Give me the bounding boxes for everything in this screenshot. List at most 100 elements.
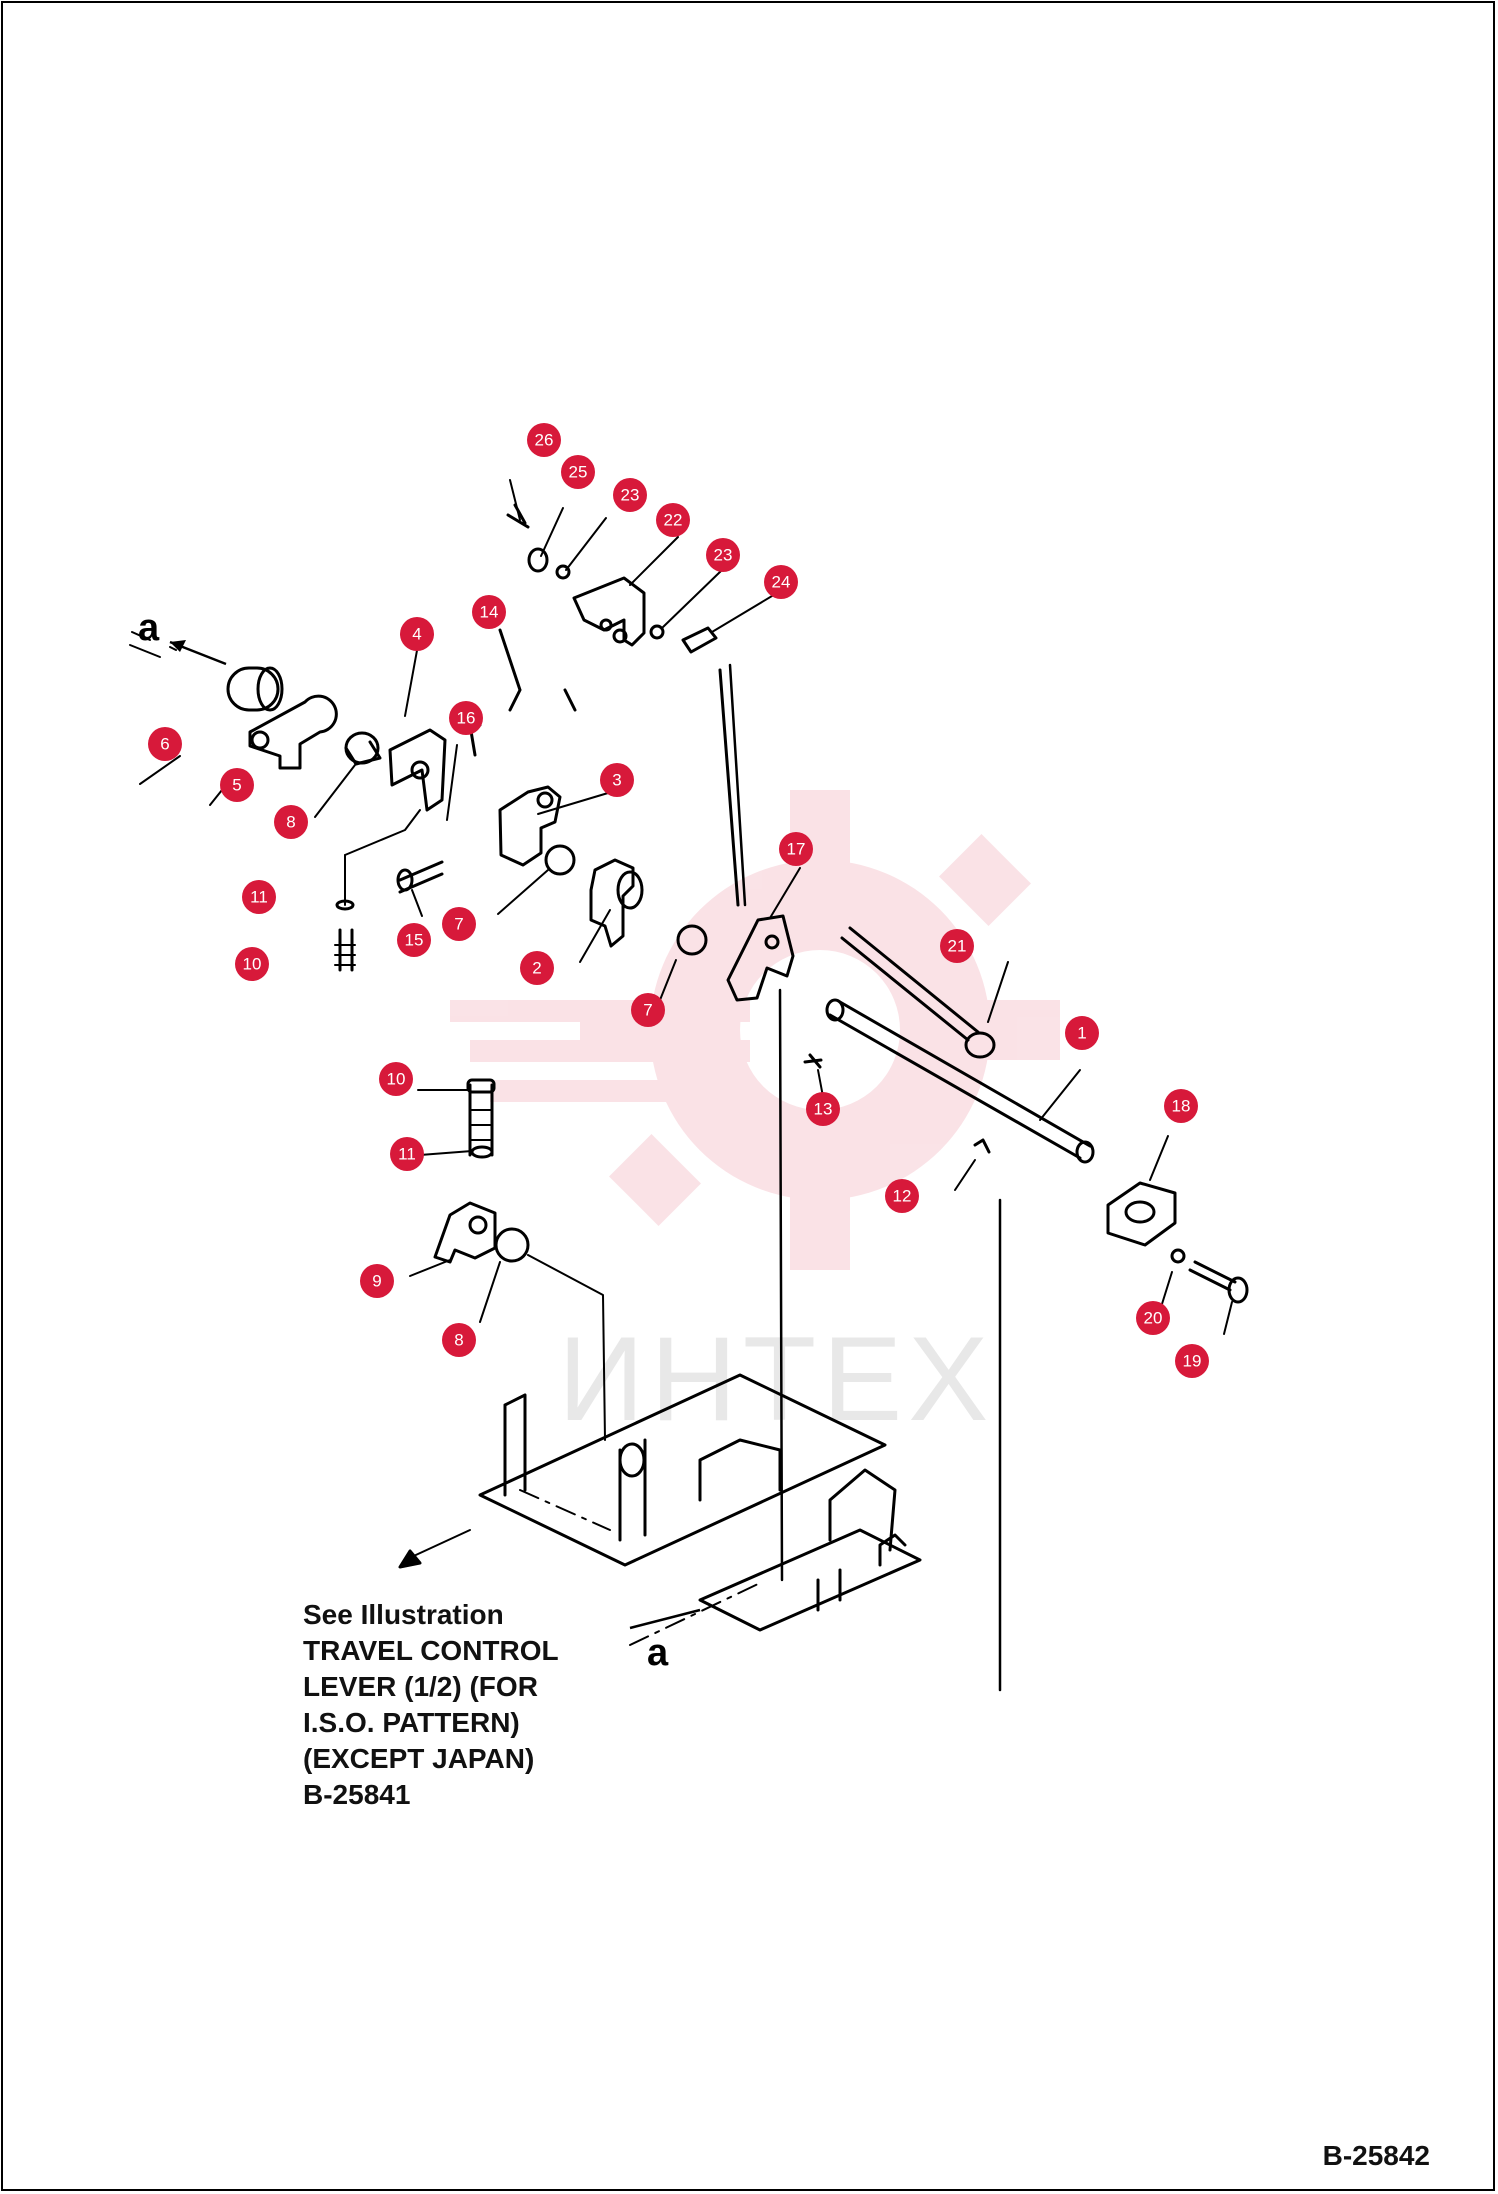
callout-circle (561, 455, 595, 489)
callout-17: 17 (779, 832, 813, 866)
callout-25: 25 (561, 455, 595, 489)
callout-label: 5 (232, 776, 241, 795)
callout-label: 8 (286, 813, 295, 832)
callout-circle (520, 951, 554, 985)
callout-label: 2 (532, 959, 541, 978)
callout-circle (600, 763, 634, 797)
callout-circle (527, 423, 561, 457)
callout-7: 7 (631, 993, 665, 1027)
callout-layer: 26 25 23 22 23 24 14 4 16 3 6 5 8 11 10 15 7 2 7 17 21 1 13 18 1… (148, 423, 1209, 1378)
callout-circle (397, 923, 431, 957)
note-line: B-25841 (303, 1779, 411, 1810)
figure-code: B-25842 (1322, 2140, 1430, 2171)
callout-19: 19 (1175, 1344, 1209, 1378)
callout-circle (613, 478, 647, 512)
callout-23: 23 (613, 478, 647, 512)
callout-circle (449, 701, 483, 735)
callout-4: 4 (400, 617, 434, 651)
watermark-text: ИНТЕХ (558, 1312, 994, 1446)
callout-label: 11 (398, 1145, 416, 1164)
callout-label: 18 (1172, 1097, 1191, 1116)
callout-22: 22 (656, 503, 690, 537)
callout-circle (806, 1092, 840, 1126)
callout-circle (235, 947, 269, 981)
callout-circle (779, 832, 813, 866)
callout-7: 7 (442, 907, 476, 941)
callout-label: 22 (664, 511, 683, 530)
watermark-logo (450, 790, 1060, 1270)
reference-note: See Illustration TRAVEL CONTROL LEVER (1… (303, 1597, 623, 1813)
view-arrow-top: a (138, 607, 227, 666)
callout-11: 11 (242, 880, 276, 914)
callout-24: 24 (764, 565, 798, 599)
callout-label: 26 (535, 431, 554, 450)
callout-label: 3 (612, 771, 621, 790)
callout-label: 14 (480, 603, 499, 622)
callout-label: 9 (372, 1272, 381, 1291)
callout-label: 19 (1183, 1352, 1202, 1371)
callout-14: 14 (472, 595, 506, 629)
callout-15: 15 (397, 923, 431, 957)
callout-label: 25 (569, 463, 588, 482)
callout-circle (360, 1264, 394, 1298)
callout-3: 3 (600, 763, 634, 797)
svg-text:a: a (138, 607, 160, 649)
callout-circle (442, 907, 476, 941)
callout-26: 26 (527, 423, 561, 457)
callout-label: 7 (454, 915, 463, 934)
callout-circle (242, 880, 276, 914)
callout-label: 1 (1077, 1024, 1086, 1043)
callout-circle (1175, 1344, 1209, 1378)
callout-label: 17 (787, 840, 806, 859)
callout-circle (390, 1137, 424, 1171)
callout-8: 8 (274, 805, 308, 839)
callout-circle (706, 538, 740, 572)
callout-2: 2 (520, 951, 554, 985)
callout-12: 12 (885, 1179, 919, 1213)
callout-21: 21 (940, 929, 974, 963)
callout-circle (940, 929, 974, 963)
note-line: LEVER (1/2) (FOR (303, 1671, 538, 1702)
callout-circle (442, 1323, 476, 1357)
callout-label: 13 (814, 1100, 833, 1119)
callout-23: 23 (706, 538, 740, 572)
view-arrow-bottom: a (629, 1608, 701, 1674)
callout-circle (1164, 1089, 1198, 1123)
callout-label: 23 (714, 546, 733, 565)
callout-circle (764, 565, 798, 599)
callout-circle (631, 993, 665, 1027)
callout-label: 4 (412, 625, 421, 644)
callout-label: 12 (893, 1187, 912, 1206)
callout-6: 6 (148, 727, 182, 761)
callout-label: 15 (405, 931, 424, 950)
note-line: See Illustration (303, 1599, 504, 1630)
callout-circle (274, 805, 308, 839)
callout-circle (379, 1062, 413, 1096)
callout-circle (656, 503, 690, 537)
note-line: TRAVEL CONTROL (303, 1635, 559, 1666)
callout-18: 18 (1164, 1089, 1198, 1123)
callout-label: 6 (160, 735, 169, 754)
callout-circle (1065, 1016, 1099, 1050)
callout-circle (400, 617, 434, 651)
callout-16: 16 (449, 701, 483, 735)
line-art (129, 479, 1249, 1692)
callout-label: 16 (457, 709, 476, 728)
callout-1: 1 (1065, 1016, 1099, 1050)
callout-label: 20 (1144, 1309, 1163, 1328)
callout-label: 7 (643, 1001, 652, 1020)
callout-label: 23 (621, 486, 640, 505)
callout-circle (472, 595, 506, 629)
note-line: (EXCEPT JAPAN) (303, 1743, 535, 1774)
note-line: I.S.O. PATTERN) (303, 1707, 520, 1738)
callout-label: 8 (454, 1331, 463, 1350)
callout-10: 10 (235, 947, 269, 981)
callout-5: 5 (220, 768, 254, 802)
callout-11: 11 (390, 1137, 424, 1171)
callout-label: 11 (250, 888, 268, 907)
callout-circle (885, 1179, 919, 1213)
callout-circle (148, 727, 182, 761)
callout-label: 21 (948, 937, 967, 956)
